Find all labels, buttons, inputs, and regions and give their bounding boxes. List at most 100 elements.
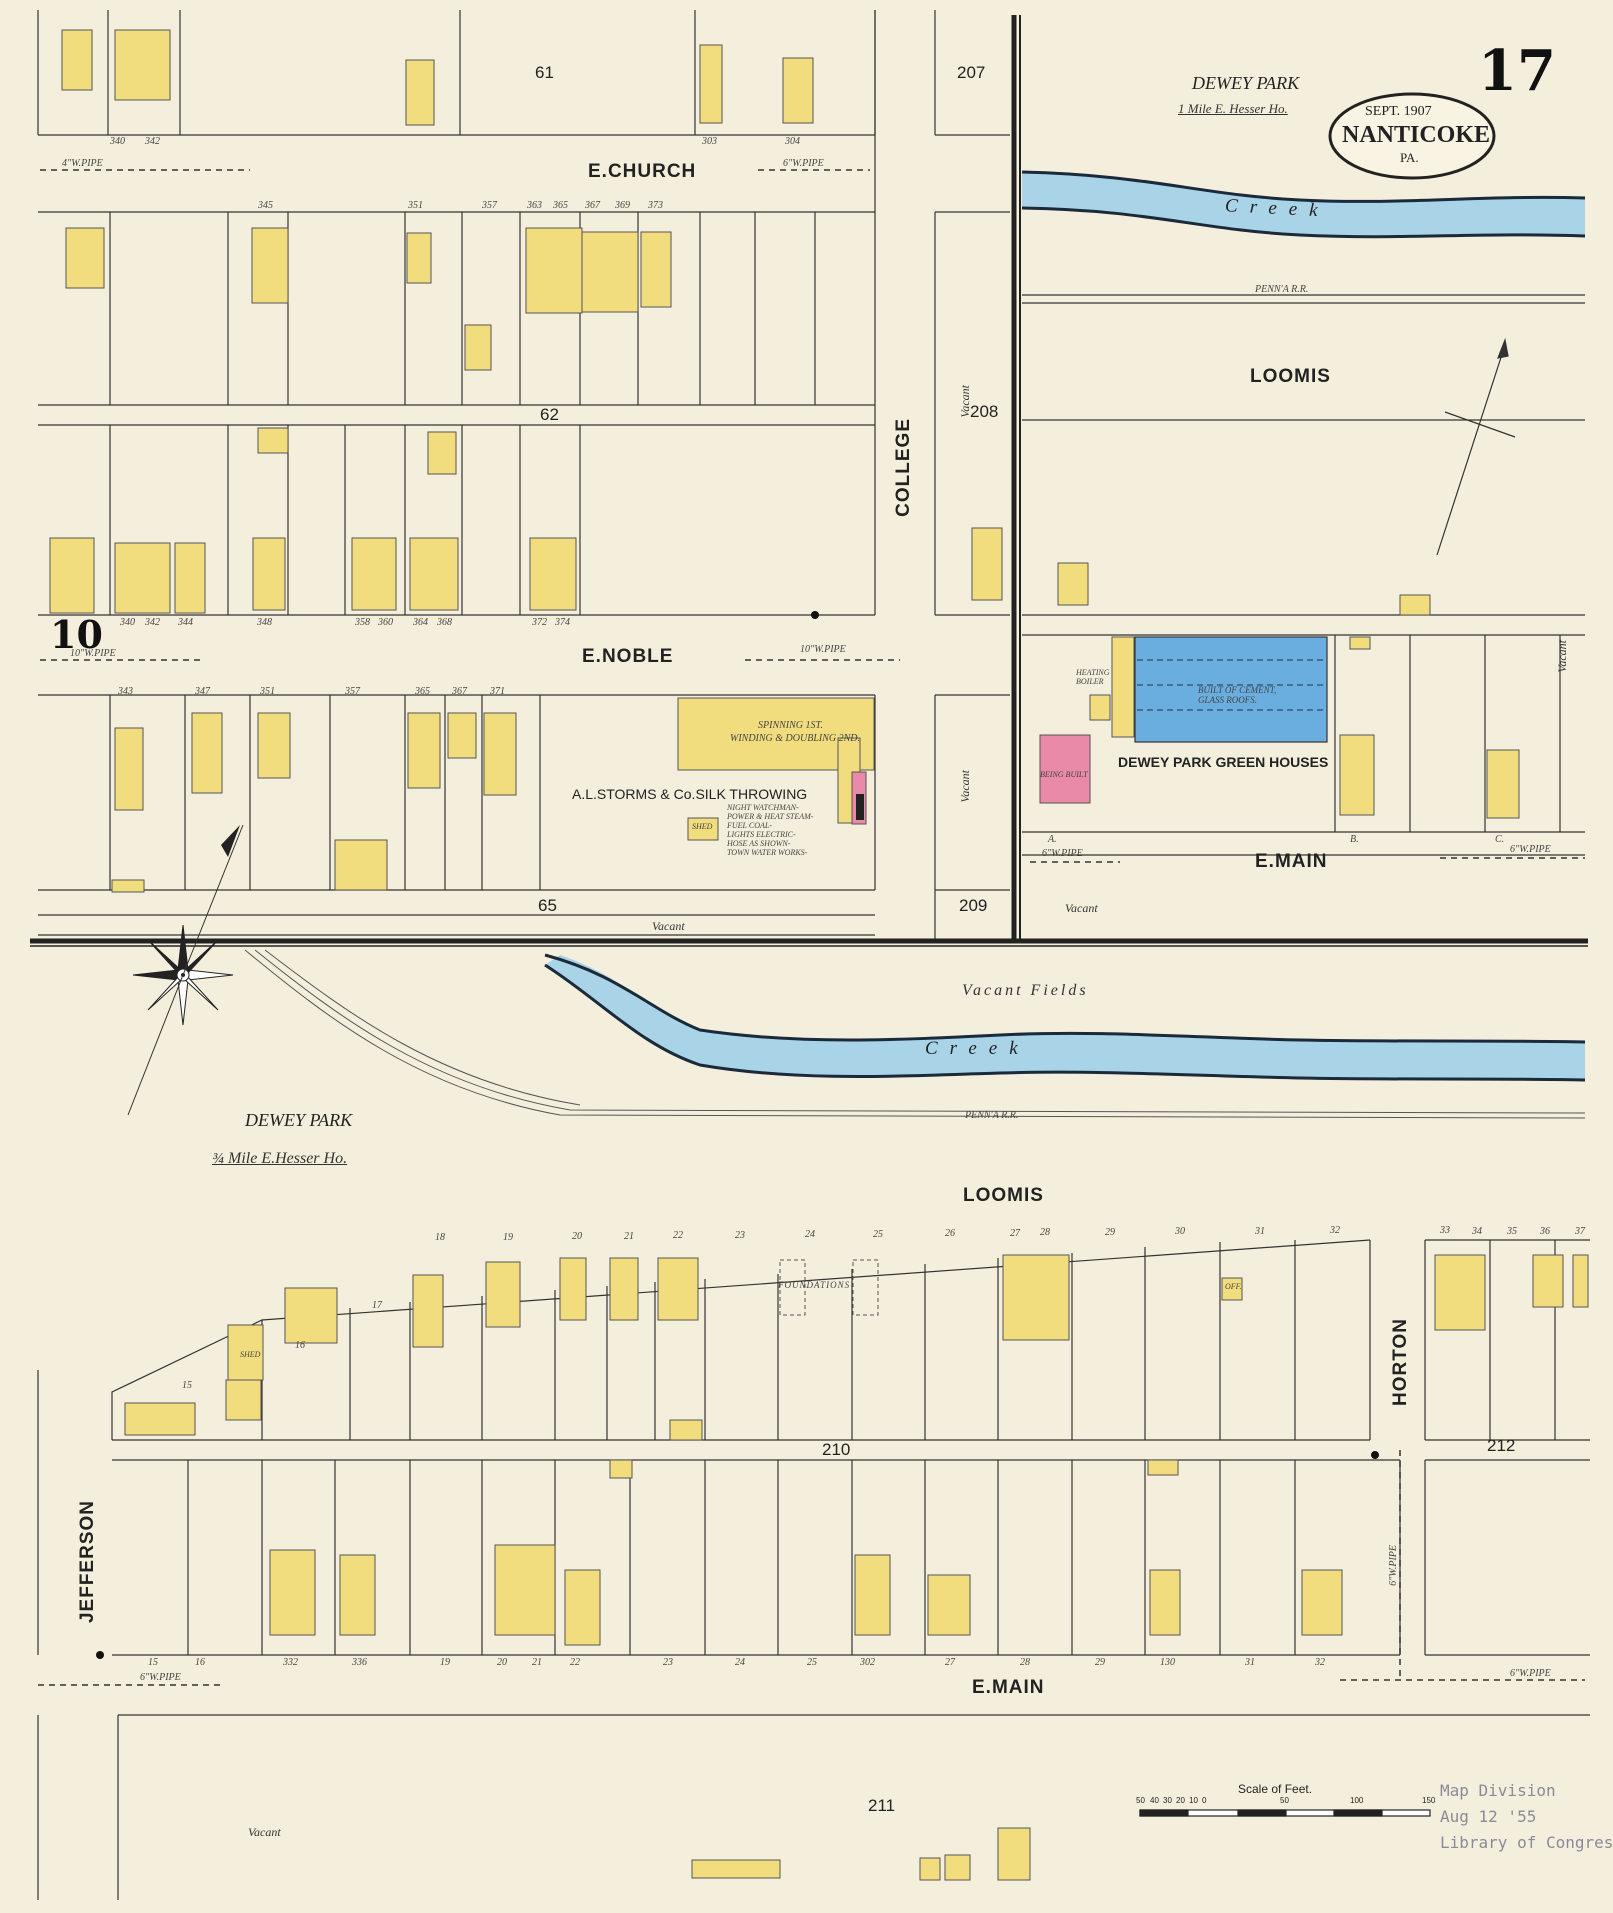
lot-number: 347 — [195, 686, 210, 697]
pipe-label-5: 6"W.PIPE — [1042, 848, 1083, 859]
cartouche-state: PA. — [1400, 150, 1419, 165]
scale-tick-label: 40 — [1150, 1796, 1159, 1805]
lot-number: 16 — [295, 1340, 305, 1351]
scale-tick-label: 50 — [1136, 1796, 1145, 1805]
vacant-label-5: Vacant — [248, 1825, 281, 1839]
vacant-label-3: Vacant — [958, 385, 972, 418]
silk-mill-winding: WINDING & DOUBLING 2ND. — [730, 733, 860, 744]
lot-number: 22 — [673, 1230, 683, 1241]
lot-number: 23 — [735, 1229, 745, 1241]
lot-number: 344 — [178, 617, 193, 628]
block-211: 211 — [868, 1796, 896, 1815]
vacant-label-1: Vacant — [652, 919, 685, 933]
lot-number: 29 — [1105, 1226, 1115, 1238]
lot-number: 19 — [440, 1657, 450, 1668]
vacant-label-4: Vacant — [958, 770, 972, 803]
lot-number: 340 — [120, 617, 135, 628]
lot-number: 15 — [182, 1380, 192, 1391]
scale-title: Scale of Feet. — [1238, 1782, 1313, 1796]
library-stamp: Map Division Aug 12 '55 Library of Congr… — [1440, 1778, 1613, 1856]
silk-mill-note-6: TOWN WATER WORKS- — [727, 848, 808, 857]
lot-number: 130 — [1160, 1657, 1175, 1668]
street-e-main-lower: E.MAIN — [972, 1677, 1045, 1698]
creek-lower — [544, 953, 1586, 1082]
scale-bar — [1139, 1809, 1431, 1817]
lot-number: 371 — [490, 686, 505, 697]
railroad-lower-label: PENN'A R.R. — [965, 1110, 1019, 1121]
dewey-park-lower-distance: ¾ Mile E.Hesser Ho. — [212, 1150, 348, 1167]
lot-number: 32 — [1330, 1225, 1340, 1236]
lot-number: 351 — [408, 200, 423, 211]
lot-letter-c: C. — [1495, 834, 1505, 845]
block-65: 65 — [538, 896, 557, 915]
block-210: 210 — [822, 1440, 851, 1459]
vacant-fields-label: Vacant Fields — [962, 982, 1089, 999]
silk-mill-spinning: SPINNING 1ST. — [758, 720, 823, 731]
lot-number: 20 — [497, 1657, 507, 1668]
lot-number: 37 — [1575, 1226, 1585, 1237]
silk-mill-shed: SHED — [692, 822, 713, 831]
pipe-label-9: 6"W.PIPE — [1510, 1668, 1551, 1679]
lot-number: 364 — [413, 617, 428, 628]
lot-number: 27 — [1010, 1227, 1020, 1239]
being-built-label: BEING BUILT — [1040, 770, 1088, 779]
lot-number: 303 — [702, 136, 717, 147]
lot-number: 336 — [352, 1657, 367, 1668]
lot-number: 36 — [1540, 1226, 1550, 1237]
lot-number: 367 — [452, 686, 467, 697]
pipe-label-2: 6"W.PIPE — [783, 158, 824, 169]
creek-upper — [1021, 170, 1586, 239]
pipe-label-7: 6"W.PIPE — [140, 1672, 181, 1683]
office-label: OFF. — [1225, 1282, 1242, 1291]
shed-label: SHED — [240, 1350, 261, 1359]
lot-number: 22 — [570, 1657, 580, 1668]
lot-number: 367 — [585, 200, 600, 211]
scale-tick-label: 100 — [1350, 1796, 1364, 1805]
cement-glass-houses — [1134, 636, 1328, 743]
lot-number: 302 — [860, 1657, 875, 1668]
adjoining-sheet-number: 10 — [50, 612, 103, 657]
lot-number: 357 — [345, 686, 360, 697]
lot-number: 25 — [807, 1657, 817, 1668]
lot-number: 32 — [1315, 1657, 1325, 1668]
lot-number: 373 — [648, 200, 663, 211]
lot-number: 21 — [624, 1230, 634, 1242]
lot-letter-b: B. — [1350, 834, 1359, 845]
street-e-main-upper: E.MAIN — [1255, 851, 1328, 872]
stamp-line-1: Map Division — [1440, 1781, 1556, 1800]
cartouche-city: NANTICOKE — [1342, 122, 1491, 148]
scale-tick-label: 0 — [1202, 1796, 1207, 1805]
street-horton: HORTON — [1390, 1318, 1411, 1406]
glass-house-dividers — [1137, 659, 1325, 711]
scale-tick-label: 50 — [1280, 1796, 1289, 1805]
scale-tick-label: 10 — [1189, 1796, 1198, 1805]
upper-right-lines — [1022, 294, 1585, 856]
lot-number: 372 — [532, 617, 547, 628]
creek-lower-label: Creek — [925, 1038, 1030, 1059]
lot-number: 345 — [258, 200, 273, 211]
lot-number: 21 — [532, 1657, 542, 1668]
vacant-label-6: Vacant — [1555, 640, 1569, 673]
lot-number: 304 — [785, 136, 800, 147]
upper-left-lot-lines — [37, 10, 1010, 940]
frame-buildings — [49, 29, 1589, 1881]
lower-lot-lines — [37, 1239, 1590, 1900]
sheet-number: 17 — [1478, 38, 1556, 104]
lot-number: 368 — [437, 617, 452, 628]
lot-number: 348 — [257, 617, 272, 628]
lot-number: 16 — [195, 1657, 205, 1668]
street-jefferson: JEFFERSON — [77, 1500, 98, 1624]
stamp-line-3: Library of Congress — [1440, 1833, 1613, 1852]
lot-number: 357 — [482, 200, 497, 211]
lot-number: 19 — [503, 1231, 513, 1243]
lot-number: 26 — [945, 1228, 955, 1239]
lot-number: 24 — [735, 1657, 745, 1668]
lot-number: 332 — [283, 1657, 298, 1668]
railroad-upper-label: PENN'A R.R. — [1255, 284, 1309, 295]
block-62: 62 — [540, 405, 559, 424]
lot-number: 342 — [145, 617, 160, 628]
foundations-outlines — [779, 1259, 879, 1316]
pipe-label-8: 6"W.PIPE — [1388, 1545, 1399, 1586]
green-houses-label: DEWEY PARK GREEN HOUSES — [1118, 754, 1329, 770]
